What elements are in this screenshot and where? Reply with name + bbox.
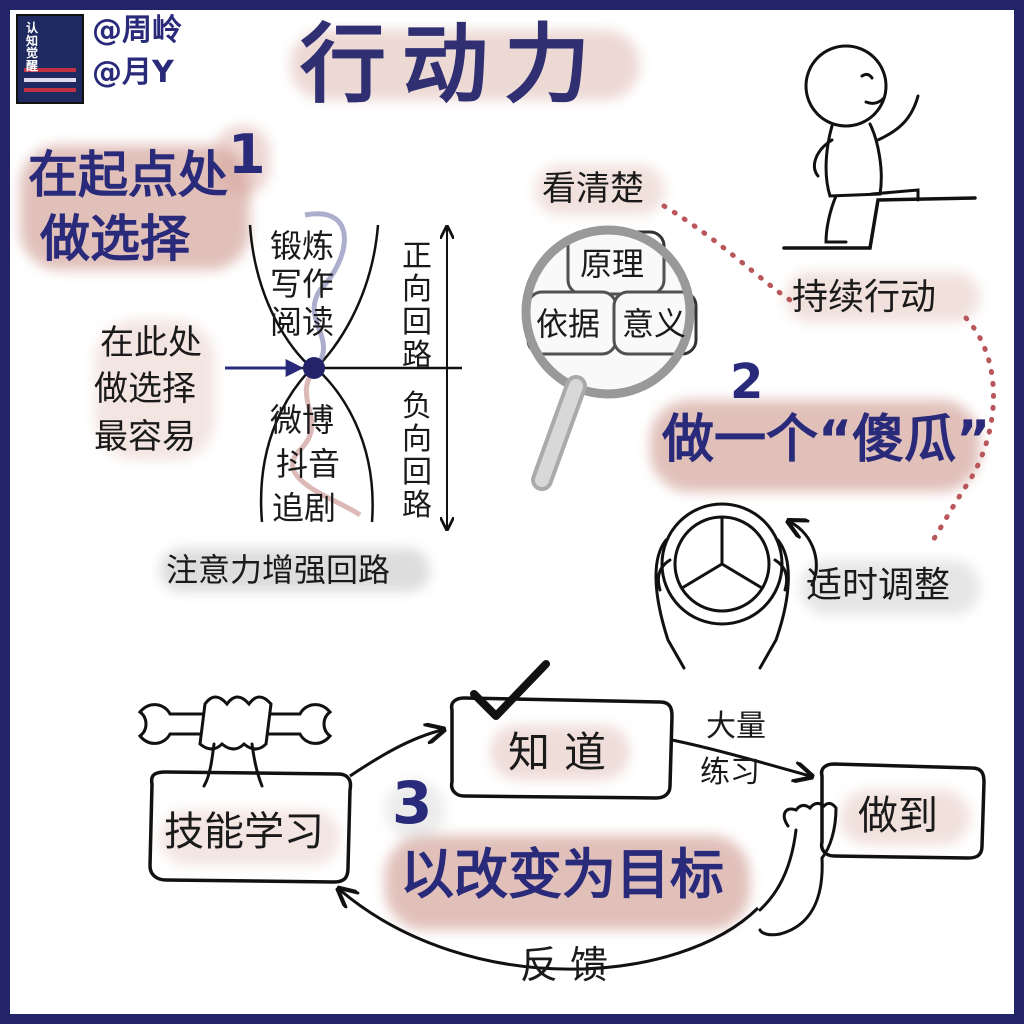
arrow-skill-to-know [349,730,442,778]
section1-heading-line1: 在起点处 [28,146,228,204]
magnifier-icon [521,225,698,491]
see-clearly-label: 看清楚 [542,169,644,209]
practice-line1: 大量 [706,709,766,744]
section1-number-highlight [215,125,270,195]
positive-item-1: 锻炼 [270,227,335,265]
wrench-icon [137,695,333,788]
choice-note-line1: 在此处 [100,323,202,363]
see-clearly-highlight [535,165,665,215]
dotted-heart-path [661,203,996,548]
know-box [449,696,674,800]
page-title: 行动力 [300,15,606,115]
positive-loop-label: 正向回路 [402,239,432,373]
principle-label: 原理 [580,245,645,283]
section1-heading-line2: 做选择 [40,210,190,268]
negative-item-3: 追剧 [272,489,337,527]
book-cover-title: 认知觉醒 [26,21,39,73]
section1-heading-highlight [20,145,250,270]
book-cover-image: 认知觉醒 [16,14,84,104]
know-label: 知道 [508,728,621,777]
flexed-arm-icon [758,801,838,937]
positive-item-2: 写作 [270,265,335,303]
section3-heading-highlight [385,835,750,930]
basis-label: 依据 [536,305,601,343]
practice-line2: 练习 [700,755,760,790]
feedback-label: 反馈 [520,943,621,987]
choice-note-line3: 最容易 [94,417,196,457]
choice-note-line2: 做选择 [94,369,196,409]
author-line-2: @月Y [92,55,174,90]
negative-loop-label: 负向回路 [402,389,432,523]
section2-number: 2 [730,354,764,410]
skill-highlight [160,810,340,865]
adjust-highlight [800,560,980,615]
do-highlight [840,790,970,845]
negative-item-1: 微博 [270,401,335,439]
section3-number-highlight [385,780,445,840]
do-box [819,762,986,860]
know-highlight [490,725,630,780]
section3-heading: 以改变为目标 [400,843,724,906]
section2-heading: 做一个“傻瓜” [662,410,991,470]
do-label: 做到 [858,793,938,839]
attention-loop-caption: 注意力增强回路 [166,551,391,589]
meaning-label: 意义 [622,305,687,343]
title-highlight [290,30,640,100]
adjust-label: 适时调整 [806,565,951,606]
arrow-feedback [340,890,760,971]
continue-highlight [785,272,980,322]
choice-note-highlight [95,320,215,460]
checkmark-icon [470,660,550,720]
skill-box [148,770,353,884]
choice-point [303,357,325,379]
positive-item-3: 阅读 [270,303,335,341]
section2-heading-highlight [650,400,980,492]
steering-wheel-icon [654,502,818,670]
section1-number: 1 [228,123,266,186]
author-line-1: @周岭 [92,13,182,48]
skill-learning-label: 技能学习 [164,809,324,855]
negative-item-2: 抖音 [276,445,341,483]
arrow-know-to-do [671,738,810,776]
section3-number: 3 [392,769,433,837]
caption-highlight [160,548,430,592]
continue-action-label: 持续行动 [792,277,937,318]
climber-icon [782,44,977,250]
